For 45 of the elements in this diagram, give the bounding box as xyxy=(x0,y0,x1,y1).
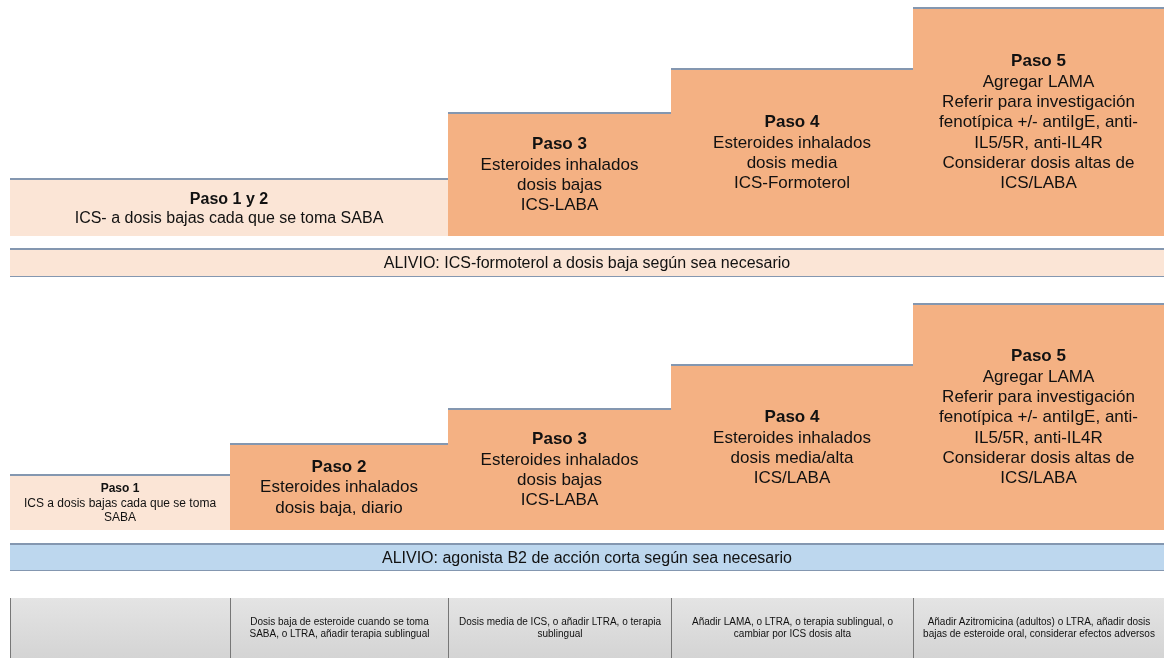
relief-text: ALIVIO: ICS-formoterol a dosis baja según sea necesario xyxy=(383,253,791,273)
step-text: ICS- a dosis bajas cada que se toma SABA xyxy=(74,208,384,228)
step-heading: Paso 4 xyxy=(764,112,820,133)
table-cell xyxy=(913,598,1164,658)
step-text: ICS/LABA xyxy=(753,468,831,489)
step-text: Considerar dosis altas de ICS/LABA xyxy=(941,448,1136,489)
step-heading: Paso 1 xyxy=(100,481,140,496)
step-box xyxy=(230,443,448,530)
cell-text: Dosis baja de esteroide cuando se toma SABA, o LTRA, añadir terapia sublingual xyxy=(248,616,431,640)
relief-bar xyxy=(10,543,1164,571)
table-cell xyxy=(230,598,448,658)
step-box xyxy=(913,7,1164,236)
step-text: Esteroides inhalados dosis bajas xyxy=(479,449,640,491)
step-heading: Paso 3 xyxy=(532,429,587,450)
step-text: Agregar LAMA xyxy=(982,366,1095,387)
step-box xyxy=(448,112,671,236)
step-heading: Paso 5 xyxy=(1011,346,1066,367)
relief-text: ALIVIO: agonista B2 de acción corta según sea necesario xyxy=(382,547,792,568)
step-text: ICS a dosis bajas cada que se toma SABA xyxy=(22,495,218,525)
step-text: Esteroides inhalados dosis bajas xyxy=(479,154,640,196)
step-heading: Paso 5 xyxy=(1011,51,1066,72)
table-cell xyxy=(448,598,671,658)
step-text: Esteroides inhalados dosis media xyxy=(712,132,872,174)
step-heading: Paso 1 y 2 xyxy=(189,188,269,208)
table-cell xyxy=(671,598,913,658)
table-cell xyxy=(10,598,230,658)
relief-bar xyxy=(10,248,1164,277)
cell-text: Dosis media de ICS, o añadir LTRA, o terapia sublingual xyxy=(457,616,663,640)
step-box xyxy=(10,178,448,236)
step-text: Considerar dosis altas de ICS/LABA xyxy=(941,153,1136,194)
step-text: Referir para investigación fenotípica +/- antiIgE, anti-IL5/5R, anti-IL4R xyxy=(938,91,1139,154)
step-text: ICS-Formoterol xyxy=(733,173,851,194)
cell-text: Añadir LAMA, o LTRA, o terapia sublingual, o cambiar por ICS dosis alta xyxy=(690,616,894,640)
step-box xyxy=(10,474,230,530)
step-text: Esteroides inhalados dosis baja, diario xyxy=(259,477,419,519)
step-text: Esteroides inhalados dosis media/alta xyxy=(712,427,872,469)
cell-text: Añadir Azitromicina (adultos) o LTRA, añadir dosis bajas de esteroide oral, considerar efectos adversos xyxy=(922,616,1156,640)
step-heading: Paso 3 xyxy=(532,134,587,155)
step-heading: Paso 4 xyxy=(764,407,820,428)
step-text: ICS-LABA xyxy=(520,195,599,216)
step-text: Agregar LAMA xyxy=(982,71,1095,92)
step-box xyxy=(913,303,1164,530)
step-text: Referir para investigación fenotípica +/- antiIgE, anti-IL5/5R, anti-IL4R xyxy=(938,386,1139,449)
step-text: ICS-LABA xyxy=(520,490,599,511)
step-heading: Paso 2 xyxy=(311,456,367,478)
